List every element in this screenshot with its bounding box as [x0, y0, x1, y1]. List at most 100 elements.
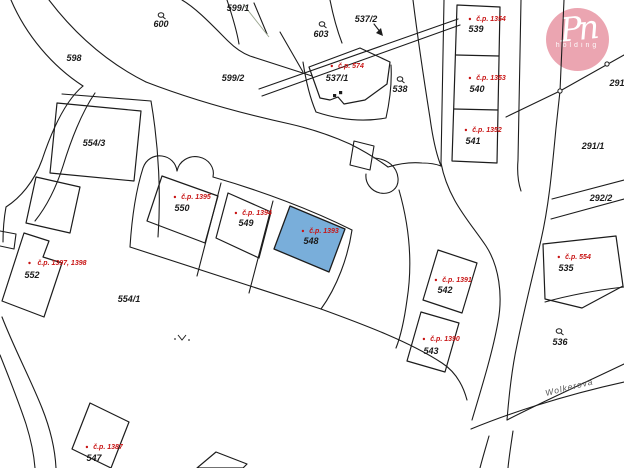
circle-symbol — [556, 329, 563, 335]
parcel-label-540: 540 — [469, 84, 484, 94]
parcel-label-549: 549 — [238, 218, 253, 228]
road-edge — [35, 93, 95, 221]
parcel-label-554-1: 554/1 — [118, 294, 141, 304]
road-edge — [0, 355, 35, 468]
house-number-label-p-1353: č.p. 1353 — [476, 75, 506, 82]
building-outline — [50, 103, 141, 181]
parcel-label-552: 552 — [24, 270, 39, 280]
parcel-label-538: 538 — [392, 84, 407, 94]
house-number-point — [330, 64, 333, 68]
house-number-point — [468, 17, 472, 21]
house-number-label-p-1387: č.p. 1387 — [93, 444, 124, 451]
building-outline-543 — [407, 312, 459, 372]
map-labels: 598600599/1599/2603537/2537/153853954054… — [24, 3, 624, 463]
parcel-detail — [366, 158, 398, 193]
road-edge — [388, 163, 441, 167]
parcel-boundary — [254, 3, 267, 34]
house-number-point — [173, 195, 177, 199]
boundary-node — [557, 88, 563, 94]
parcel-label-599-1: 599/1 — [227, 3, 250, 13]
house-number-label-p-1391: č.p. 1391 — [442, 277, 472, 284]
building-outline-550 — [147, 176, 218, 243]
map-symbols — [158, 13, 610, 341]
parcel-label-547: 547 — [86, 453, 102, 463]
road-edge — [49, 0, 146, 82]
building-outline — [197, 452, 247, 468]
parcel-label-535: 535 — [558, 263, 574, 273]
parcel-label-536: 536 — [552, 337, 568, 347]
parcel-label-548: 548 — [303, 236, 318, 246]
circle-symbol — [319, 22, 326, 28]
building-divider — [454, 109, 498, 110]
building-row-539-541 — [452, 5, 500, 163]
parcel-boundary — [321, 230, 352, 309]
road-edge — [11, 0, 83, 86]
parcel-boundary — [396, 190, 410, 348]
house-number-point — [234, 211, 238, 215]
parcel-strip-edge — [262, 25, 460, 96]
parcel-boundary — [130, 168, 143, 247]
parcel-boundary — [321, 309, 467, 400]
road-edge — [441, 163, 500, 420]
house-number-label-p-1393: č.p. 1393 — [309, 228, 339, 235]
parcel-boundary — [227, 0, 239, 44]
house-number-point — [434, 278, 438, 282]
building-outline-574 — [309, 48, 390, 104]
building-outline — [26, 177, 80, 233]
parcel-label-291: 291 — [608, 78, 624, 88]
parcel-label-292-2: 292/2 — [589, 193, 613, 203]
building-outline-542 — [423, 250, 477, 313]
building-outline-547 — [72, 403, 129, 468]
house-number-point — [85, 445, 89, 449]
parcel-boundary — [151, 101, 159, 237]
parcel-boundary — [507, 0, 564, 420]
parcel-label-291-1: 291/1 — [581, 141, 605, 151]
house-number-label-p-1352: č.p. 1352 — [472, 127, 502, 134]
house-number-label-p-574: č.p. 574 — [338, 63, 364, 70]
parcel-label-598: 598 — [66, 53, 81, 63]
parcel-label-550: 550 — [174, 203, 189, 213]
building-divider — [456, 55, 499, 56]
highlighted-building-548[interactable] — [274, 206, 345, 272]
parcel-strip-edge — [552, 180, 624, 199]
parcel-strip-edge — [551, 199, 624, 219]
boundary-line — [560, 55, 624, 91]
easement-line — [243, 4, 269, 37]
house-number-label-p-554: č.p. 554 — [565, 254, 591, 261]
boundary-node — [604, 61, 610, 67]
parcel-detail — [350, 141, 374, 170]
parcel-boundary — [213, 177, 352, 230]
parcel-boundary — [518, 0, 521, 191]
road-edge — [480, 436, 489, 468]
pn-holding-logo: Pn holding — [546, 7, 609, 71]
logo-word: holding — [555, 42, 600, 49]
house-number-label-p-1395: č.p. 1395 — [181, 194, 211, 201]
house-number-point — [557, 255, 560, 259]
house-number-label-p-1397-1398: č.p. 1397, 1398 — [37, 260, 86, 267]
house-number-label-p-1390: č.p. 1390 — [430, 336, 460, 343]
building-outline-549 — [216, 193, 271, 258]
house-number-label-p-1354: č.p. 1354 — [476, 16, 506, 23]
parcel-boundary — [130, 247, 321, 309]
road-edge — [508, 431, 513, 468]
vegetation-symbol — [174, 335, 190, 341]
leader-arrowhead — [376, 28, 383, 36]
street-edge — [471, 382, 624, 429]
parcel-boundary — [330, 0, 342, 43]
parcel-fragment — [0, 231, 16, 249]
street-edge — [507, 364, 624, 420]
parcel-label-599-2: 599/2 — [222, 73, 245, 83]
parcel-boundary — [280, 32, 303, 72]
parcel-boundary — [182, 0, 312, 76]
parcel-boundary — [177, 157, 213, 177]
building-outlines — [2, 5, 623, 468]
road-edge — [146, 82, 388, 167]
house-number-point — [301, 229, 305, 233]
house-number-point — [464, 128, 468, 132]
street-label-wolkerova: Wolkerova — [544, 376, 594, 398]
road-edge — [3, 86, 83, 242]
boundary-line — [506, 91, 560, 117]
